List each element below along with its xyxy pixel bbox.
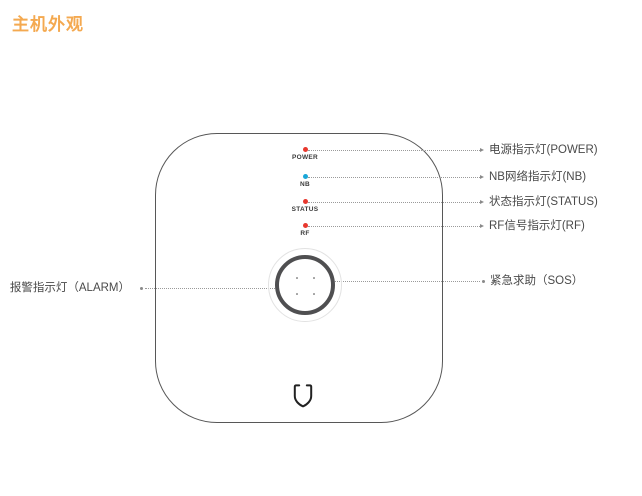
leader-arrow-power <box>480 148 484 152</box>
leader-line-status <box>308 202 480 204</box>
indicator-power: POWER <box>270 147 340 162</box>
callout-alarm: 报警指示灯（ALARM） <box>9 282 130 294</box>
power-led-label: POWER <box>291 154 319 161</box>
rf-led-label: RF <box>300 230 310 237</box>
shield-icon <box>293 383 313 409</box>
callout-rf: RF信号指示灯(RF) <box>489 220 585 232</box>
page-title: 主机外观 <box>12 15 84 34</box>
sos-button-dot-top-right <box>313 277 315 279</box>
sos-button-dot-bottom-right <box>313 293 315 295</box>
power-led-dot <box>302 147 308 152</box>
sos-button[interactable] <box>275 255 335 315</box>
leader-line-alarm <box>145 288 305 290</box>
leader-arrow-status <box>480 200 484 204</box>
indicator-rf: RF <box>270 223 340 238</box>
leader-line-sos <box>305 281 480 283</box>
leader-dot-alarm <box>140 287 143 290</box>
callout-power: 电源指示灯(POWER) <box>489 144 598 156</box>
leader-arrow-nb <box>480 175 484 179</box>
leader-line-power <box>308 150 480 152</box>
callout-nb: NB网络指示灯(NB) <box>489 171 587 183</box>
indicator-status: STATUS <box>270 199 340 214</box>
sos-button-outer-ring <box>268 248 342 322</box>
leader-dot-sos <box>482 280 485 283</box>
nb-led-dot <box>302 174 308 179</box>
status-led-label: STATUS <box>291 206 319 213</box>
indicator-nb: NB <box>270 174 340 189</box>
leader-line-nb <box>308 177 480 179</box>
nb-led-label: NB <box>300 181 310 188</box>
callout-sos: 紧急求助（SOS） <box>490 275 584 287</box>
status-led-dot <box>302 199 308 204</box>
callout-status: 状态指示灯(STATUS) <box>489 196 598 208</box>
rf-led-dot <box>302 223 308 228</box>
leader-line-rf <box>308 226 480 228</box>
leader-arrow-rf <box>480 224 484 228</box>
sos-button-dot-top-left <box>296 277 298 279</box>
sos-button-dot-bottom-left <box>296 293 298 295</box>
